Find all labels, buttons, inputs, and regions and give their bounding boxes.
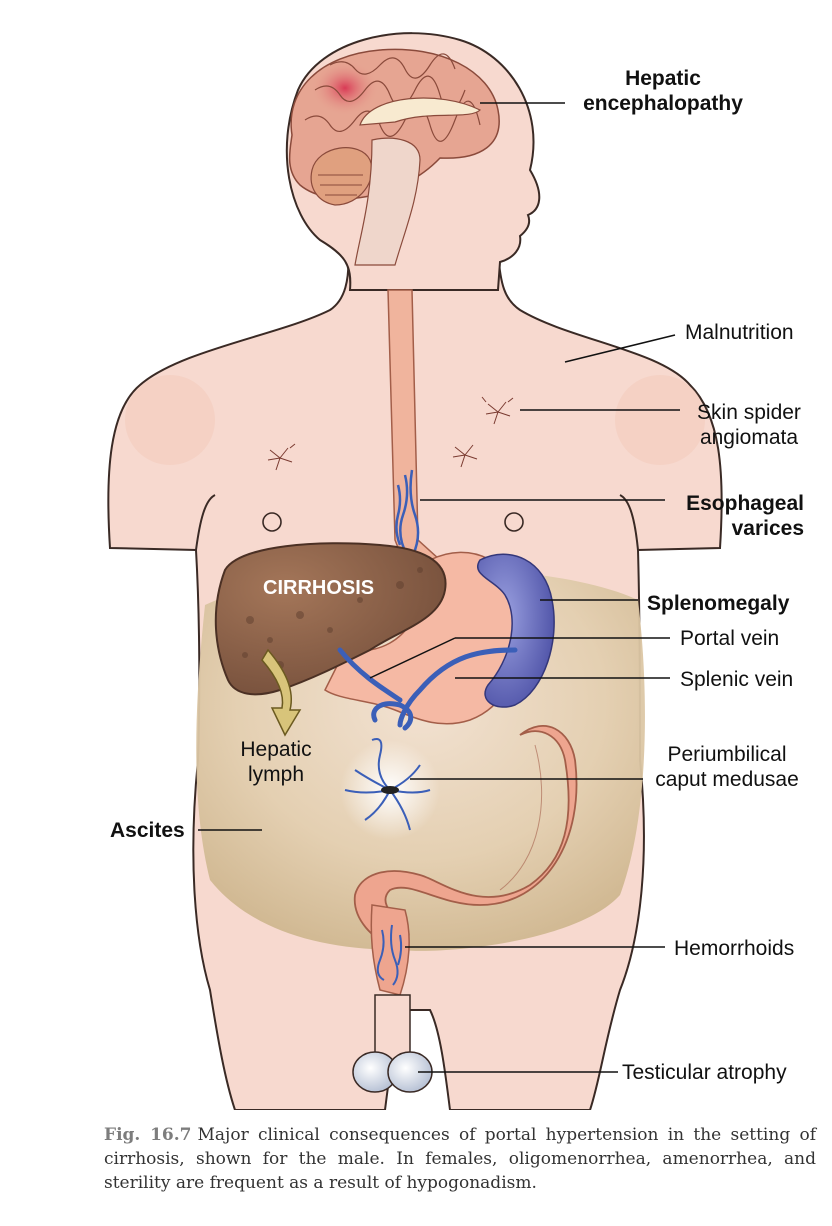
label-hepatic-encephalopathy: Hepatic encephalopathy — [583, 67, 743, 115]
label-cirrhosis: CIRRHOSIS — [263, 577, 375, 599]
spider-angiomata — [267, 396, 514, 471]
figure-number: Fig. 16.7 — [104, 1125, 192, 1145]
label-testicular-atrophy: Testicular atrophy — [622, 1061, 787, 1084]
caput-medusae — [340, 738, 440, 840]
label-esophageal-varices: Esophageal varices — [686, 492, 804, 540]
hepatic-lymph-arrow — [261, 648, 302, 737]
portal-hypertension-illustration — [107, 32, 723, 1110]
label-malnutrition: Malnutrition — [685, 321, 794, 344]
leader-lines — [198, 102, 680, 1073]
hemorrhoid-veins — [376, 924, 403, 986]
caption-text: Major clinical consequences of portal hy… — [104, 1125, 816, 1193]
head — [285, 32, 541, 291]
label-ascites: Ascites — [110, 819, 185, 842]
label-skin-spider-angiomata: Skin spider angiomata — [697, 401, 801, 449]
label-hepatic-lymph: Hepatic lymph — [240, 738, 312, 786]
spleen — [477, 553, 555, 708]
label-periumbilical-caput-medusae: Periumbilical caput medusae — [655, 743, 799, 791]
portal-venous-system — [337, 647, 518, 731]
genitals — [352, 994, 433, 1093]
label-splenomegaly: Splenomegaly — [647, 592, 790, 615]
label-portal-vein: Portal vein — [680, 627, 780, 650]
label-splenic-vein: Splenic vein — [680, 668, 794, 691]
label-hemorrhoids: Hemorrhoids — [674, 937, 795, 960]
